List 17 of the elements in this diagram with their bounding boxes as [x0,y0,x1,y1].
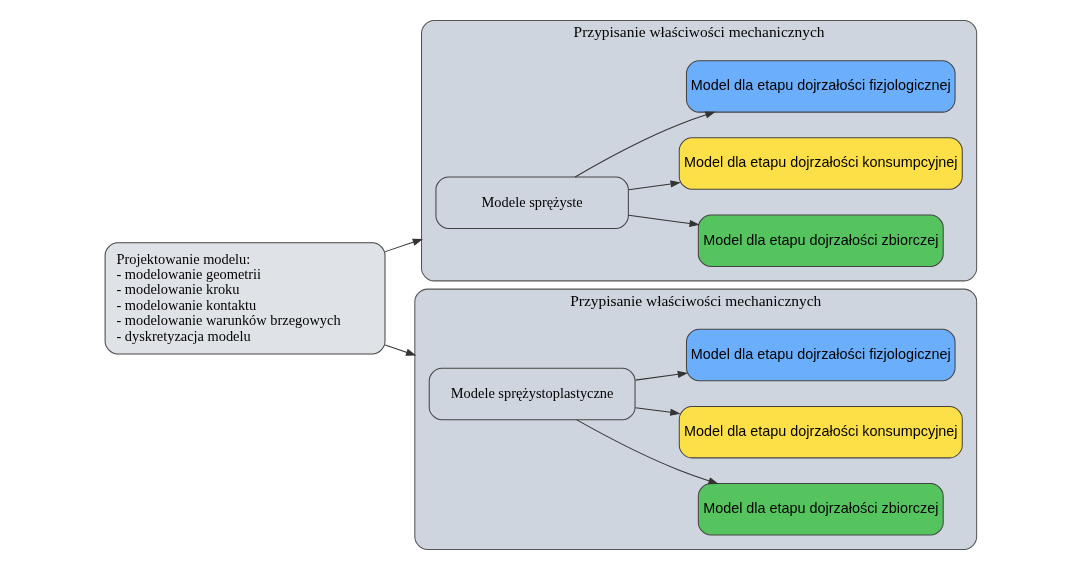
node-box: Model dla etapu dojrzałości fizjologicznej [685,60,956,113]
arrow [634,370,689,381]
arrow [384,344,417,356]
arrow [634,407,681,416]
arrow [628,180,681,191]
node-box: Model dla etapu dojrzałości zbiorczej [697,483,944,536]
node-box: Model dla etapu dojrzałości konsumpcyjnej [678,137,963,190]
arrow [384,238,423,253]
node-box: Modele sprężystoplastyczne [428,367,636,421]
arrow [628,214,700,228]
arrow [574,111,716,178]
node-box: Projektowanie modelu: - modelowanie geometrii - modelowanie kroku - modelowanie kontaktu - modelowanie warunków brzegowych - dyskretyzacja modelu [104,242,386,355]
arrow [576,419,719,485]
node-box: Model dla etapu dojrzałości konsumpcyjnej [678,405,963,459]
node-box: Modele sprężyste [435,176,629,229]
node-box: Model dla etapu dojrzałości zbiorczej [697,214,944,267]
node-box: Model dla etapu dojrzałości fizjologicznej [685,328,956,382]
